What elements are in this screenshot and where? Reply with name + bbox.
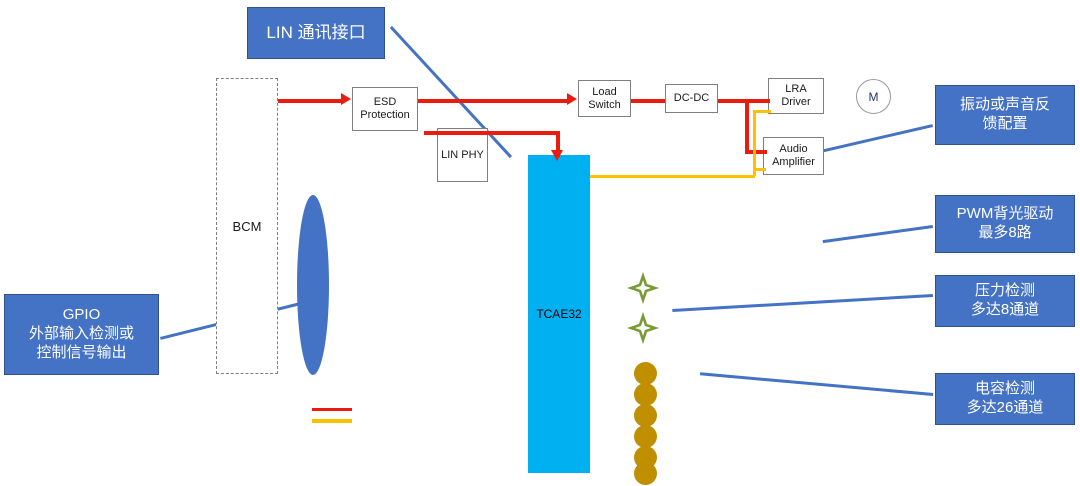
power-arrow-mcu [551,150,563,161]
touch-pad [634,404,657,427]
callout-cap-line2: 多达26通道 [966,399,1044,416]
touch-pad [634,362,657,385]
callout-lin-interface[interactable]: LIN 通讯接口 [247,7,385,59]
callout-gpio-line2: 外部输入检测或 [28,325,134,343]
callout-pwm-backlight[interactable]: PWM背光驱动 最多8路 [935,195,1075,253]
callout-cap-sensing[interactable]: 电容检测 多达26通道 [935,373,1075,425]
force-sensor-icon-2 [626,311,660,345]
touch-pad [634,383,657,406]
signal-bus-vertical [753,110,756,176]
callout-gpio-line3: 控制信号输出 [36,343,127,361]
callout-force-line1: 压力检测 [974,282,1035,300]
power-line-dcdc-bus [718,99,770,103]
block-motor-label: M [868,89,879,104]
block-load-switch[interactable]: Load Switch [578,80,631,117]
block-lin-phy-label: LIN PHY [441,148,484,161]
power-line-bcm-esd [278,99,342,103]
callout-pwm-line1: PWM背光驱动 [956,205,1054,223]
power-arrow-esd [341,93,351,105]
block-esd-line1: ESD [373,96,397,109]
block-bcm-label: BCM [232,218,262,234]
power-tap-horizontal-mcu [424,131,558,135]
block-load-switch-line1: Load [592,85,617,98]
block-motor[interactable]: M [856,79,891,114]
power-line-esd-loadswitch [418,99,568,103]
callout-force-line2: 多达8通道 [970,301,1040,318]
block-esd-line2: Protection [360,109,410,121]
power-arrow-loadswitch [567,93,577,105]
block-esd-protection[interactable]: ESD Protection [352,87,418,131]
connector-ellipse [297,195,329,375]
block-lin-phy[interactable]: LIN PHY [437,128,488,182]
callout-haptic-line1: 振动或声音反 [959,96,1050,114]
block-mcu-tcae32[interactable]: TCAE32 [528,155,590,473]
block-lra-driver[interactable]: LRA Driver [768,78,824,114]
leader-line-haptic [815,124,933,154]
block-lra-line2: Driver [781,96,811,108]
block-mcu-label: TCAE32 [536,307,582,321]
touch-pad [634,425,657,448]
block-lra-line1: LRA [785,83,807,96]
block-dc-dc[interactable]: DC-DC [665,84,718,113]
block-load-switch-line2: Switch [588,98,621,111]
leader-line-pwm [822,225,933,244]
signal-line-audio [753,168,766,171]
block-bcm[interactable]: BCM [216,78,278,374]
block-dc-dc-label: DC-DC [673,92,710,105]
power-line-loadswitch-dcdc [631,99,665,103]
leader-line-cap [699,372,934,396]
block-audio-line1: Audio [779,143,808,156]
touch-pad [634,462,657,485]
backlight-segment [607,426,627,433]
backlight-segment [607,386,627,393]
legend-signal-line [312,419,352,423]
signal-line-mcu-out [590,175,755,178]
callout-gpio-line1: GPIO [62,306,101,324]
force-sensor-icon-1 [626,271,660,305]
backlight-segment [607,366,627,373]
callout-haptic-line2: 馈配置 [982,115,1028,132]
callout-cap-line1: 电容检测 [974,380,1035,398]
callout-force-sensing[interactable]: 压力检测 多达8通道 [935,275,1075,327]
block-audio-line2: Amplifier [772,156,815,168]
callout-gpio[interactable]: GPIO 外部输入检测或 控制信号输出 [4,294,159,375]
callout-haptic-feedback[interactable]: 振动或声音反 馈配置 [935,85,1075,145]
signal-line-lra [753,110,771,113]
callout-lin-label: LIN 通讯接口 [266,23,366,43]
power-bus-vertical [745,99,749,150]
power-line-bus-audio [745,150,767,154]
backlight-segment [607,406,627,413]
backlight-segment [607,464,627,471]
leader-line-force [672,294,933,313]
power-tap-vertical-mcu [556,131,560,157]
callout-pwm-line2: 最多8路 [978,224,1032,241]
block-audio-amplifier[interactable]: Audio Amplifier [763,137,824,175]
backlight-segment [607,446,627,453]
legend-power-line [312,408,352,411]
